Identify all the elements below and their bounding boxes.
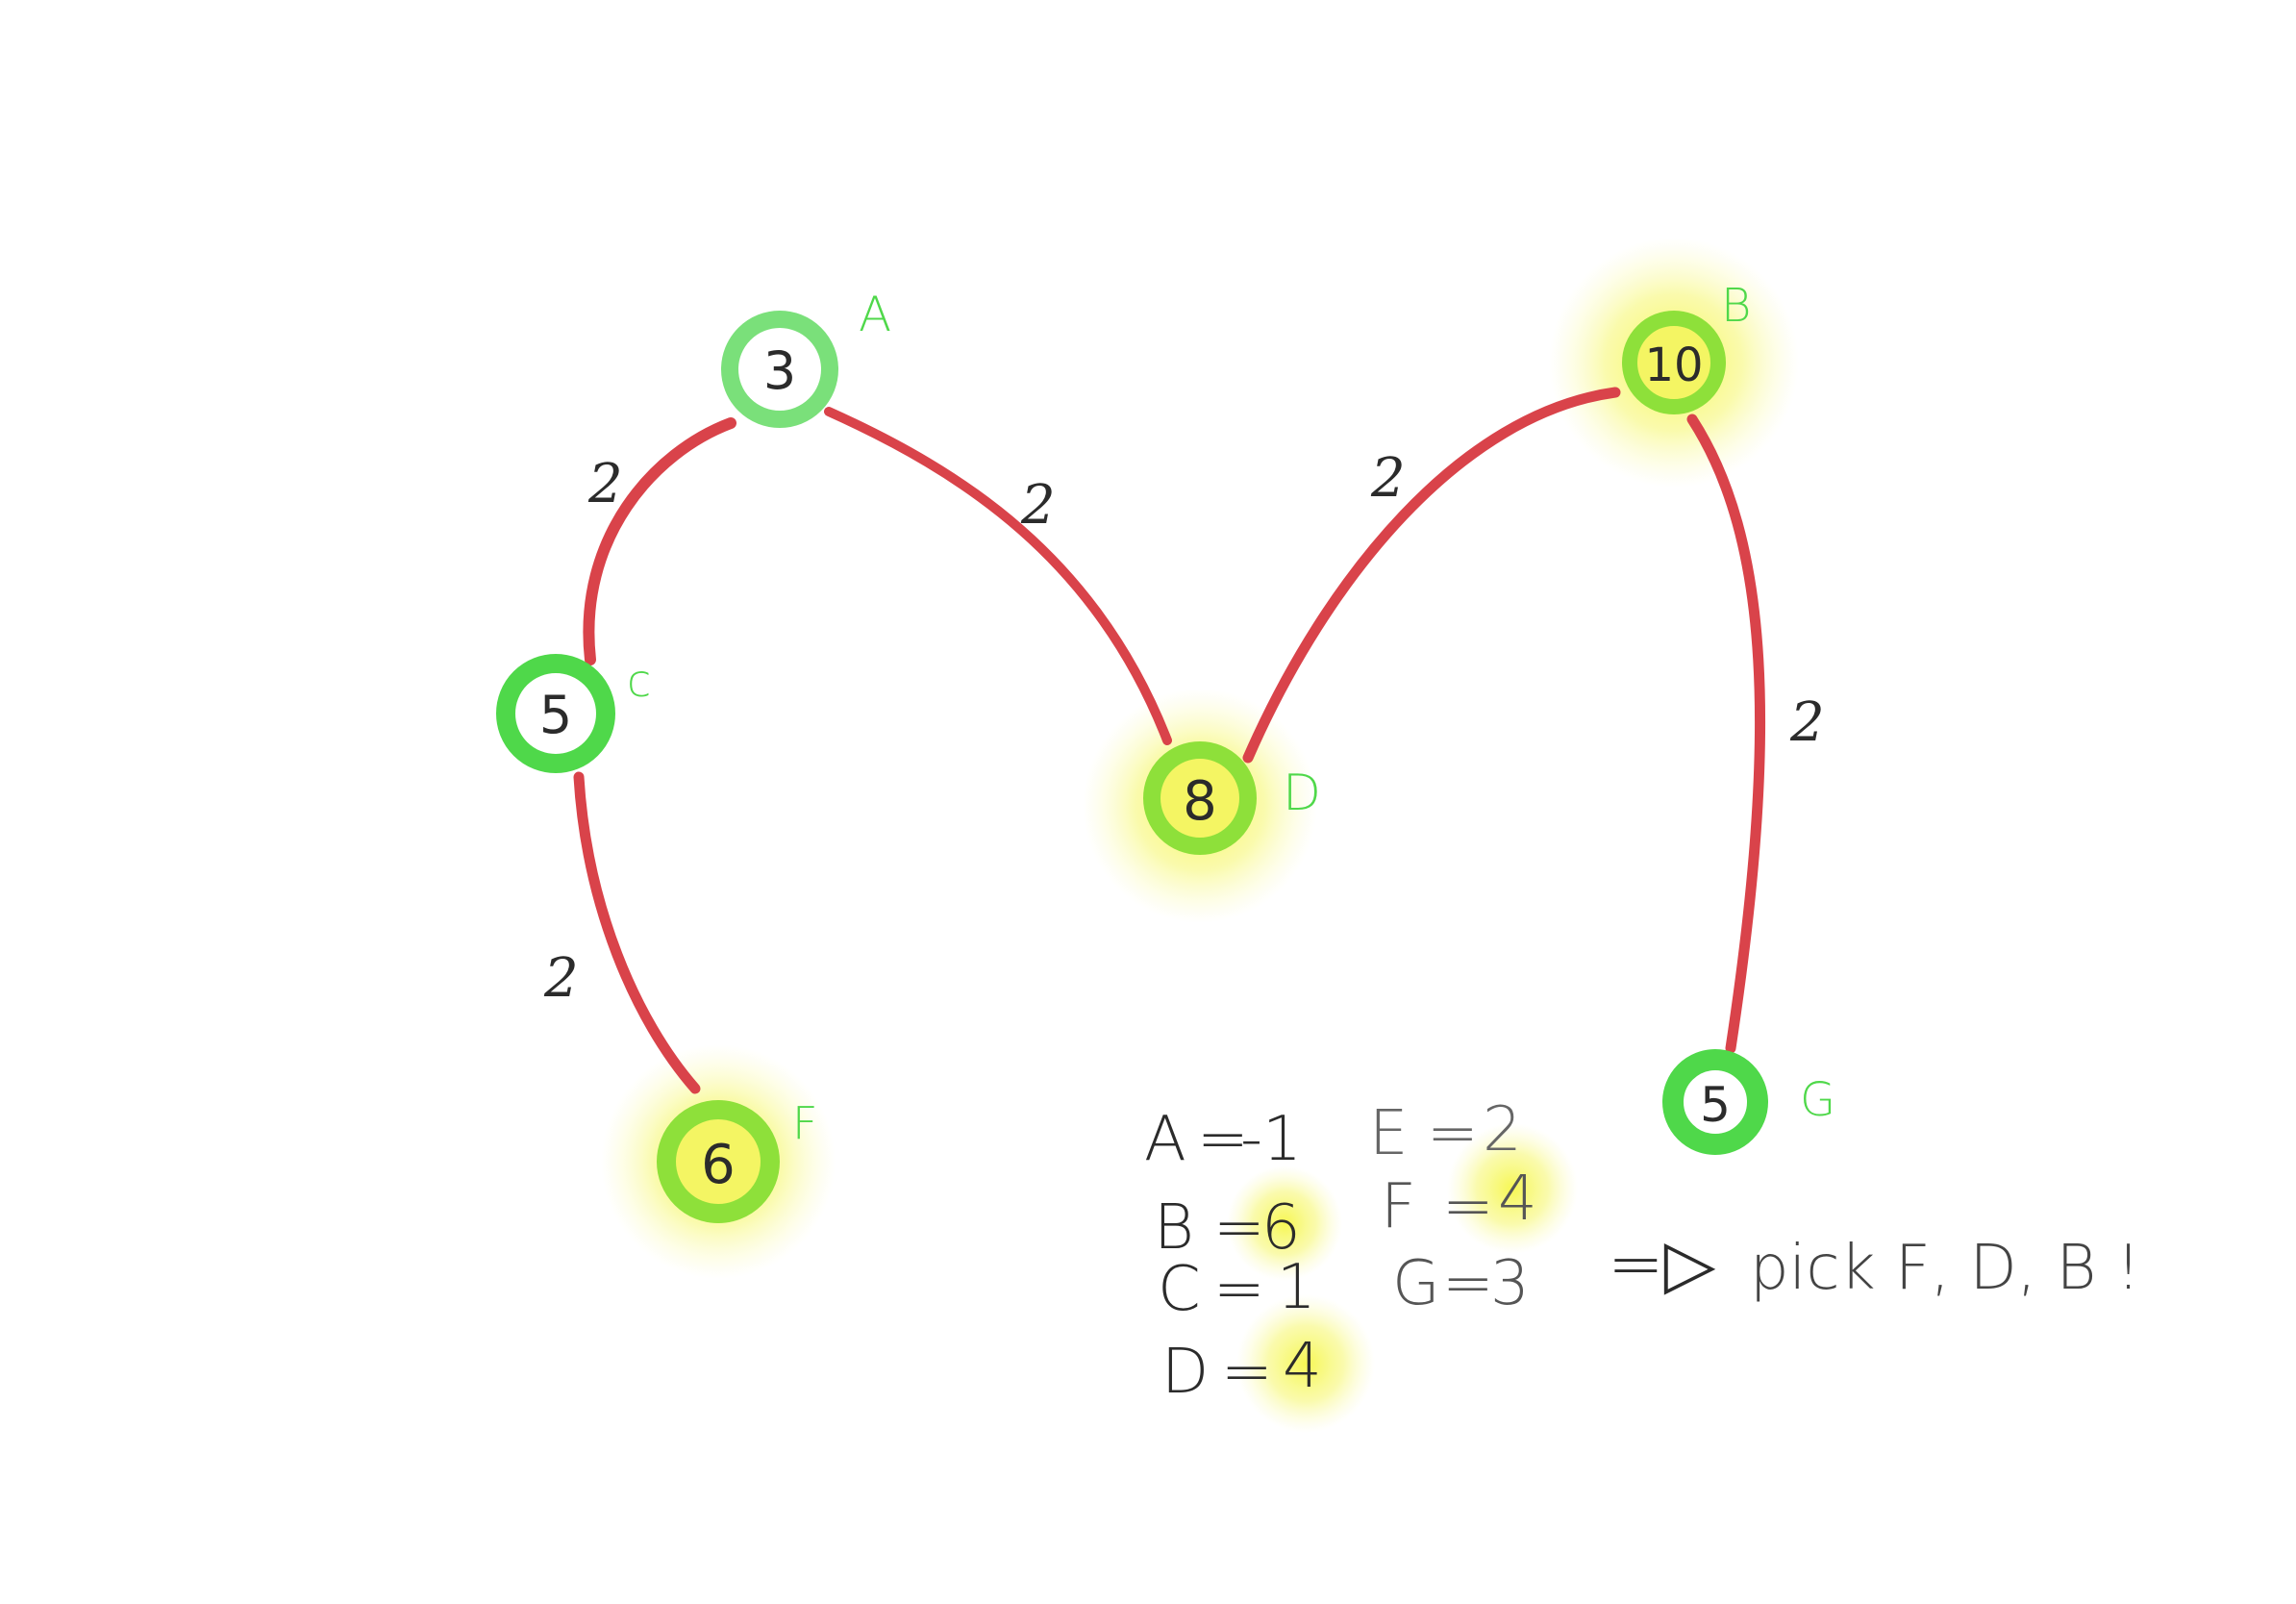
weight-A-C: 2 (587, 453, 623, 515)
node-F-value: 6 (701, 1134, 736, 1196)
note-E-value: 2 (1483, 1094, 1522, 1165)
node-B-value: 10 (1644, 338, 1703, 392)
node-D: 8 D (1143, 741, 1321, 855)
note-F-value: 4 (1498, 1164, 1537, 1235)
note-row-B: B = 6 (1154, 1192, 1301, 1264)
glow-note-F (1447, 1123, 1578, 1254)
glow-note-B (1227, 1165, 1342, 1281)
note-A-name: A (1144, 1104, 1186, 1175)
note-row-A: A = -1 (1144, 1104, 1302, 1175)
note-E-name: E (1369, 1098, 1408, 1169)
node-A: 3 A (721, 287, 891, 428)
edge-D-B (1242, 387, 1621, 764)
node-F-label: F (792, 1097, 817, 1149)
node-G-value: 5 (1700, 1077, 1731, 1133)
node-C-value: 5 (539, 685, 572, 745)
node-A-label: A (859, 287, 891, 342)
edge-weights: 2 2 2 2 2 (543, 447, 1825, 1010)
note-D-value: 4 (1283, 1331, 1322, 1402)
highlight-glows (601, 238, 1799, 1433)
weight-C-F: 2 (543, 947, 579, 1010)
node-D-label: D (1283, 764, 1321, 822)
note-F-name: F (1381, 1171, 1416, 1242)
note-A-value: -1 (1240, 1104, 1302, 1175)
nodes: 3 A 10 B 5 c 8 D 6 F 5 G (496, 279, 1835, 1223)
weight-B-G: 2 (1789, 691, 1825, 754)
node-F: 6 F (657, 1097, 817, 1223)
note-F-eq: = (1442, 1171, 1494, 1242)
note-arrow: =▷ (1608, 1224, 1716, 1303)
node-C-ring (496, 654, 615, 773)
node-C: 5 c (496, 654, 651, 773)
node-A-ring (721, 311, 838, 428)
node-G: 5 G (1662, 1049, 1835, 1155)
note-D-eq: = (1221, 1337, 1273, 1408)
glow-note-D (1236, 1294, 1375, 1433)
note-G-eq: = (1442, 1248, 1494, 1319)
weight-A-D: 2 (1020, 474, 1056, 537)
node-B-ring (1622, 311, 1726, 414)
node-B: 10 B (1622, 279, 1751, 414)
node-B-label: B (1721, 279, 1751, 333)
note-A-eq: = (1197, 1104, 1249, 1175)
note-G-value: 3 (1490, 1248, 1530, 1319)
note-D-name: D (1161, 1337, 1209, 1408)
note-C-name: C (1158, 1254, 1201, 1325)
node-D-ring (1143, 741, 1257, 855)
note-B-value: 6 (1261, 1192, 1301, 1264)
note-E-eq: = (1427, 1098, 1479, 1169)
edge-A-D (824, 407, 1172, 745)
note-B-eq: = (1213, 1192, 1265, 1264)
note-C-eq: = (1213, 1254, 1265, 1325)
note-G-name: G (1392, 1248, 1440, 1319)
note-row-F: F = 4 (1381, 1164, 1537, 1242)
notes: A = -1 B = 6 C = 1 D = 4 E = 2 F = 4 (1144, 1094, 2140, 1408)
node-G-label: G (1800, 1073, 1835, 1127)
note-row-E: E = 2 (1369, 1094, 1522, 1169)
edges (573, 387, 1766, 1094)
node-D-value: 8 (1183, 770, 1217, 833)
note-conclusion: pick F, D, B ! (1750, 1233, 2140, 1304)
node-A-value: 3 (763, 340, 796, 401)
edge-B-G (1686, 414, 1766, 1054)
edge-A-C (583, 417, 736, 665)
note-C-value: 1 (1277, 1252, 1316, 1323)
node-F-ring (657, 1100, 780, 1223)
note-B-name: B (1154, 1192, 1194, 1264)
edge-C-F (573, 771, 701, 1094)
note-row-C: C = 1 (1158, 1252, 1316, 1325)
node-C-label: c (627, 655, 651, 707)
weight-D-B: 2 (1370, 447, 1406, 510)
node-G-ring (1662, 1049, 1768, 1155)
note-row-D: D = 4 (1161, 1331, 1322, 1408)
note-row-G: G = 3 (1392, 1248, 1530, 1319)
